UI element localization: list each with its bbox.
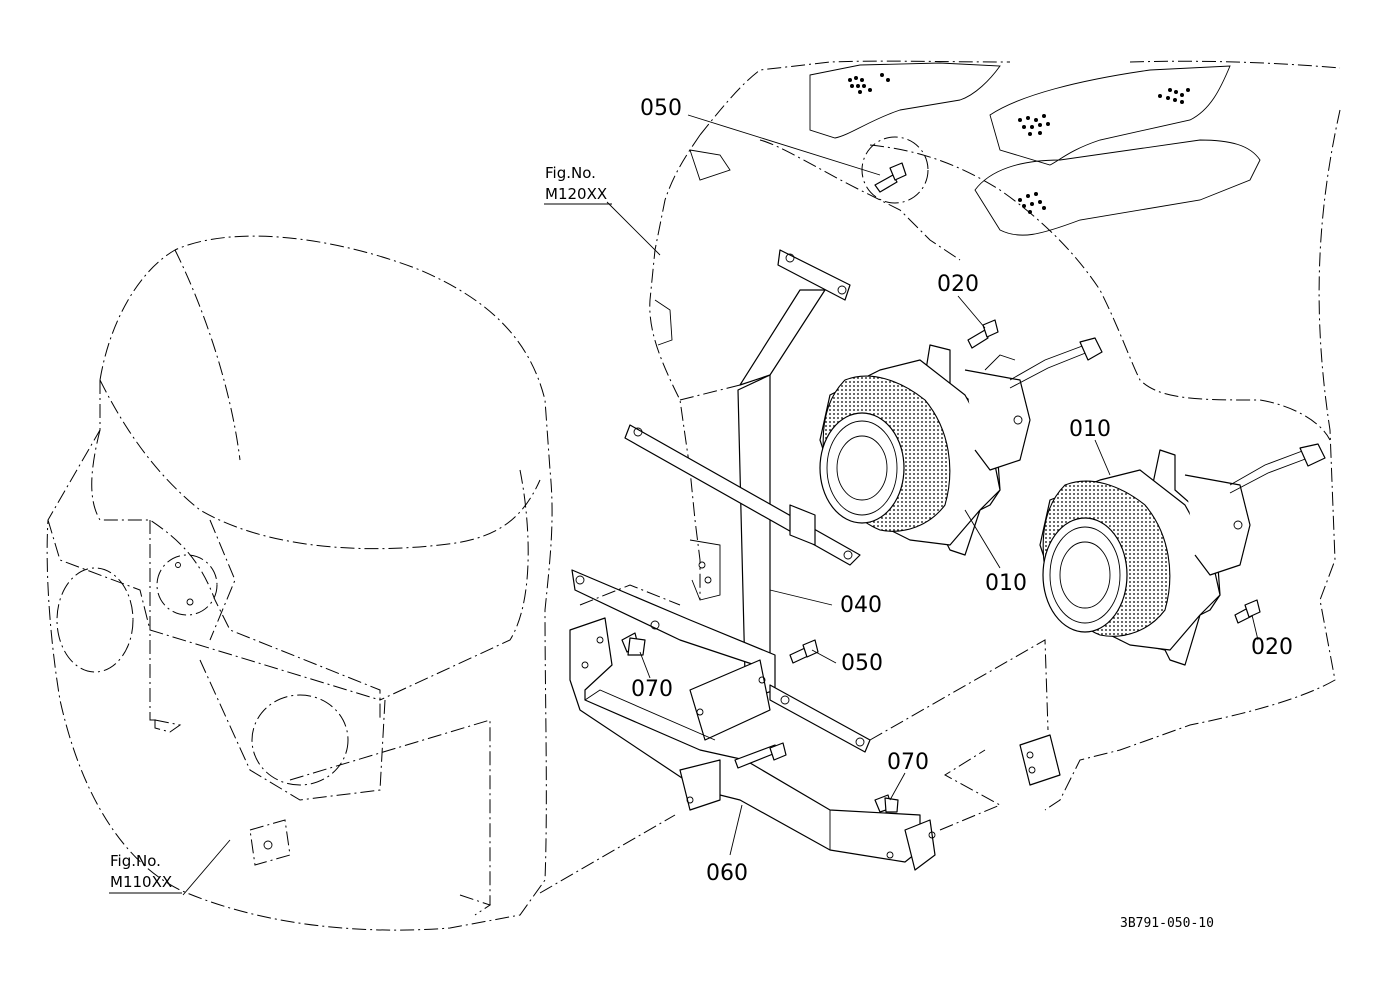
figure-reference-m120xx: Fig.No. M120XX <box>544 164 612 205</box>
lower-bracket-060 <box>569 617 936 871</box>
drawing-number: 3B791-050-10 <box>1120 916 1214 931</box>
headlight-stay-040 <box>571 249 871 753</box>
callout-040: 040 <box>840 593 882 618</box>
fig-code-top: M120XX <box>545 185 607 203</box>
callout-020-right: 020 <box>1251 635 1293 660</box>
callout-010-mid: 010 <box>985 571 1027 596</box>
fig-label-top: Fig.No. <box>545 164 596 182</box>
figure-reference-m110xx: Fig.No. M110XX <box>109 852 182 894</box>
callout-050-top: 050 <box>640 96 682 121</box>
bolts <box>621 136 1261 813</box>
callout-labels: 050 020 010 010 040 050 070 020 070 060 <box>631 96 1293 886</box>
fig-code-bottom: M110XX <box>110 873 172 891</box>
callout-010-right: 010 <box>1069 417 1111 442</box>
front-grille-assembly <box>46 235 553 931</box>
hood-panel <box>649 60 1341 811</box>
callout-060: 060 <box>706 861 748 886</box>
head-lamp-lower-010 <box>1039 443 1326 666</box>
callout-070-bottom: 070 <box>887 750 929 775</box>
callout-050-mid: 050 <box>841 651 883 676</box>
head-lamp-upper-010 <box>819 337 1103 556</box>
callout-020-top: 020 <box>937 272 979 297</box>
callout-070-left: 070 <box>631 677 673 702</box>
fig-label-bottom: Fig.No. <box>110 852 161 870</box>
leader-lines <box>182 114 1259 896</box>
